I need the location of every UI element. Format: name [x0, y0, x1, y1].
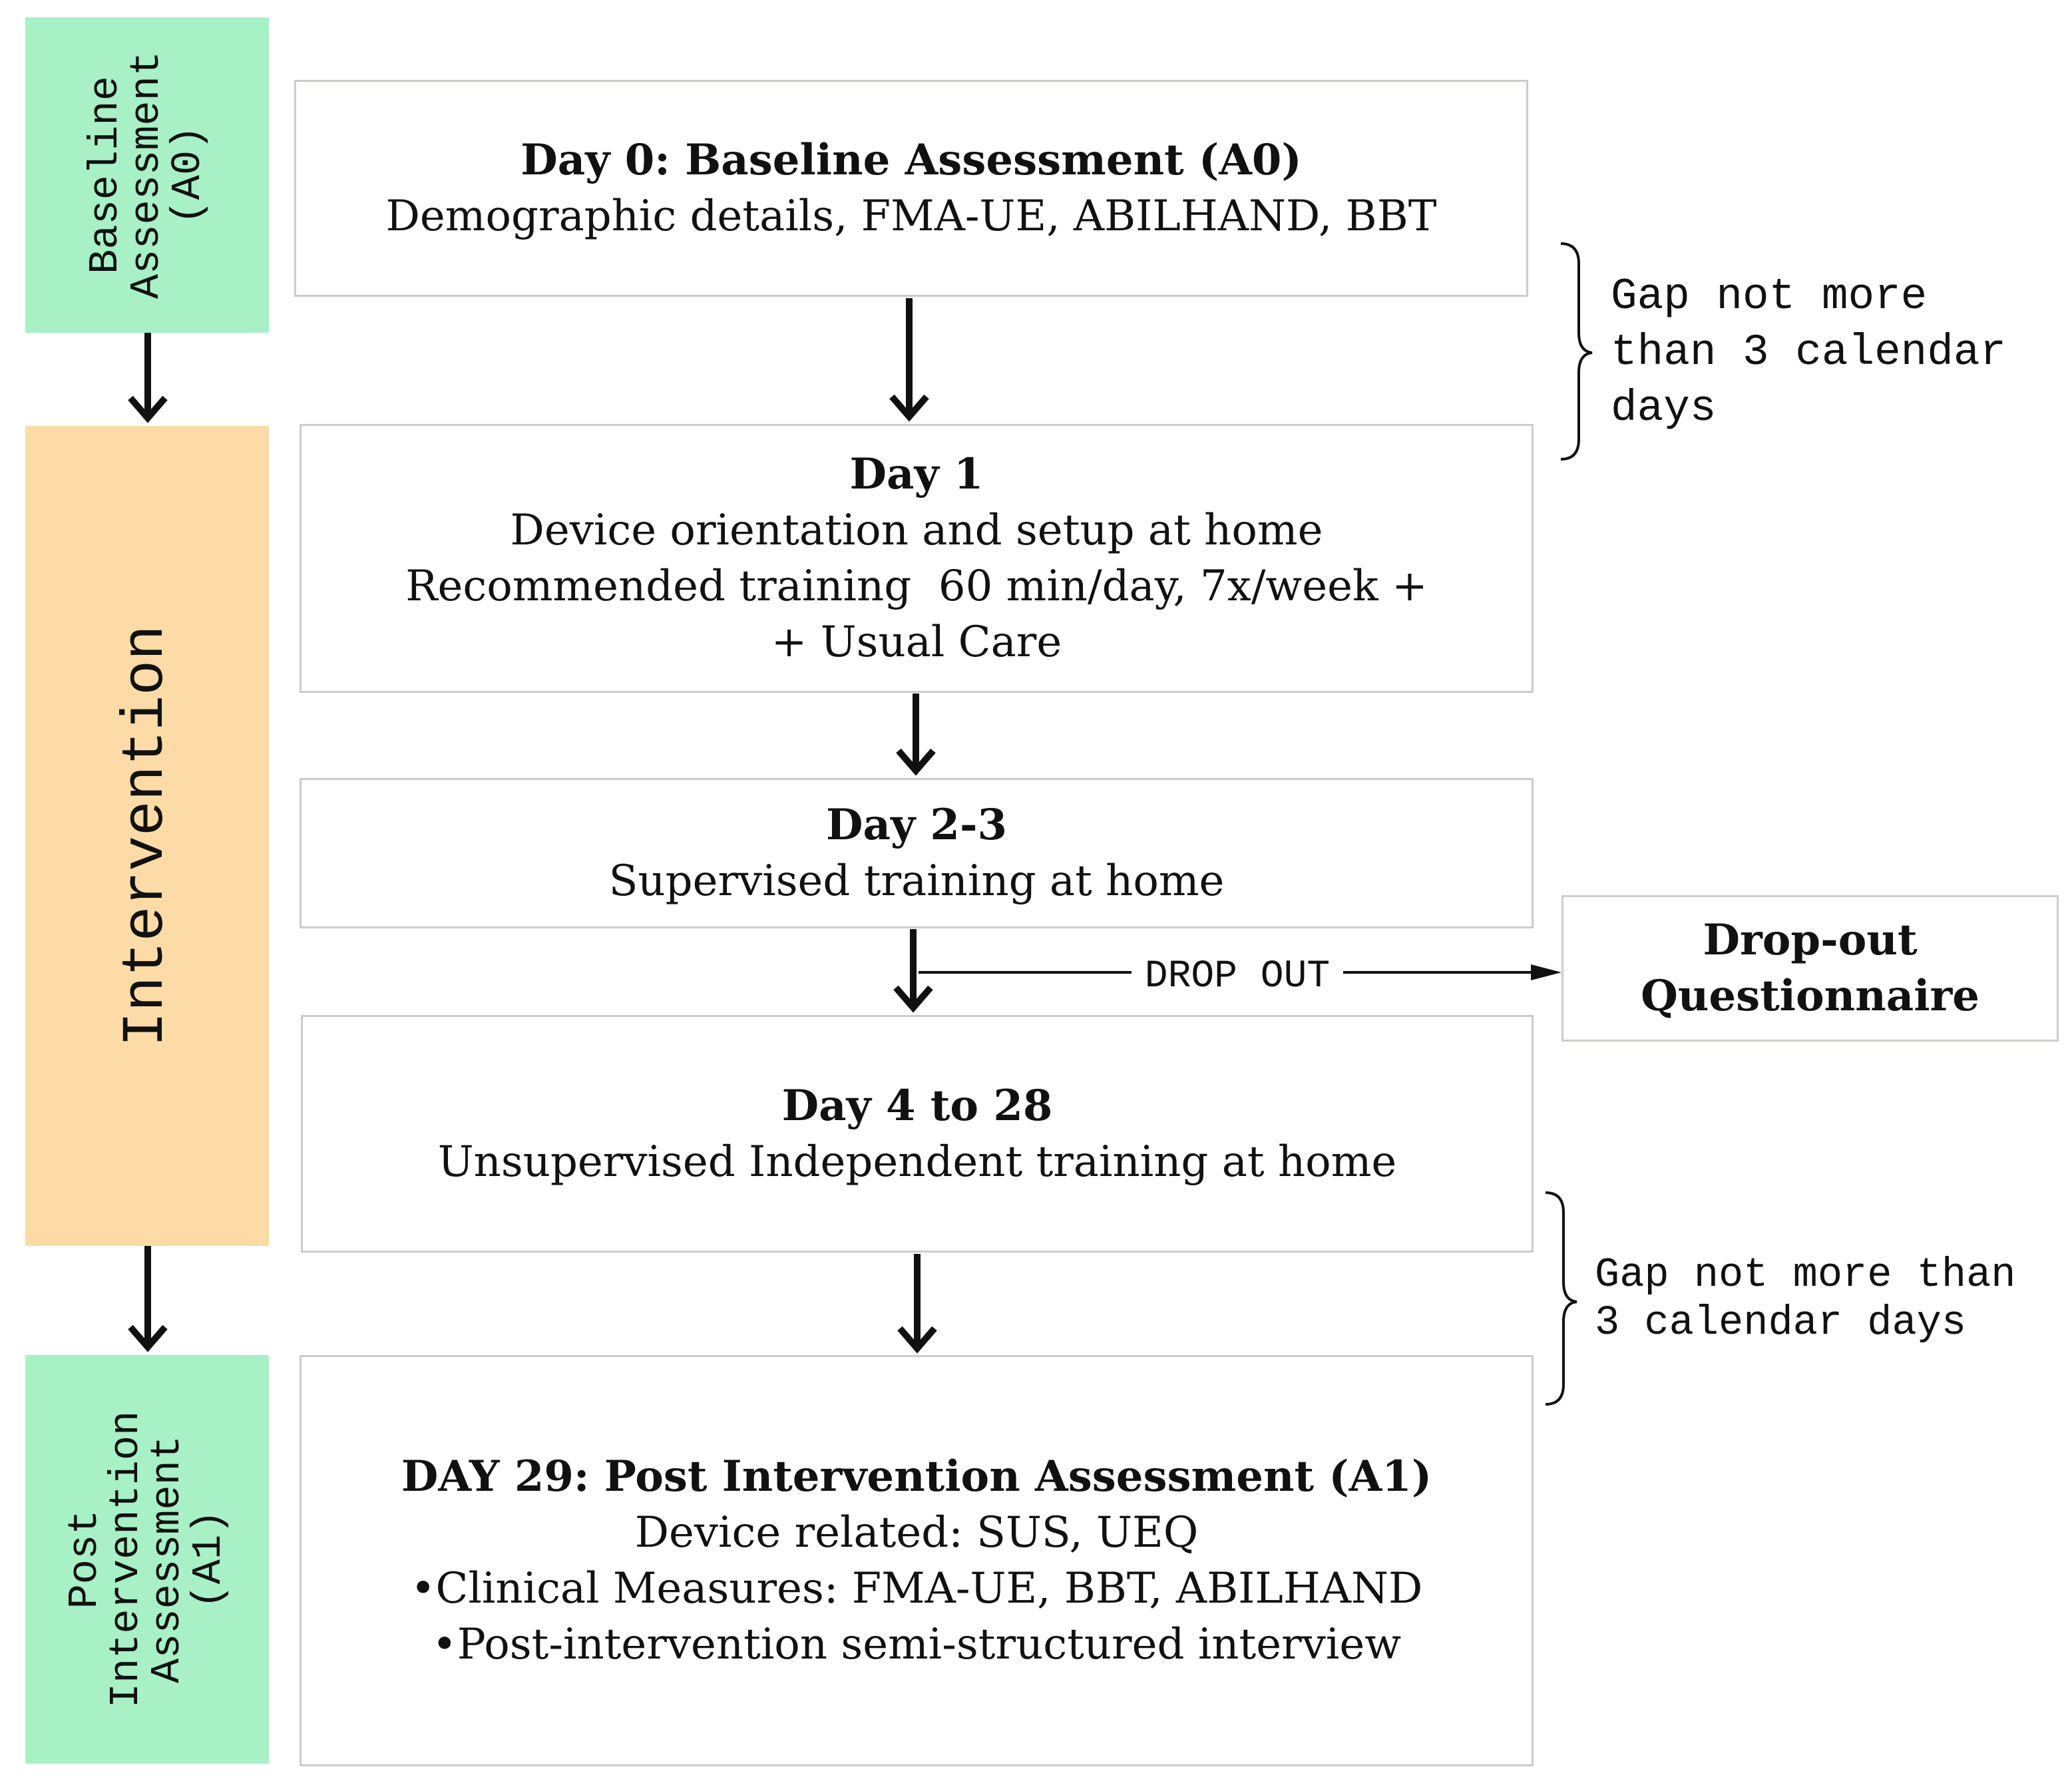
step-day4-28-line: Unsupervised Independent training at hom… [437, 1137, 1397, 1187]
dropout-questionnaire-title: Drop-out Questionnaire [1641, 915, 1979, 1021]
phase-baseline: Baseline Assessment (A0) [25, 17, 269, 333]
step-day29-line: Device related: SUS, UEQ [634, 1508, 1199, 1557]
step-day2-3: Day 2-3 Supervised training at home [300, 778, 1534, 928]
step-day1-line: Recommended training 60 min/day, 7x/week… [405, 562, 1428, 611]
dropout-arrow [919, 964, 1561, 980]
gap-note-1: Gap not more than 3 calendar days [1611, 272, 2007, 433]
step-day0: Day 0: Baseline Assessment (A0) Demograp… [294, 80, 1528, 297]
arrow-baseline-to-intervention [128, 333, 168, 423]
step-day1-line: Device orientation and setup at home [510, 506, 1323, 555]
step-day29-line: •Clinical Measures: FMA-UE, BBT, ABILHAN… [410, 1564, 1423, 1613]
step-day1-line: + Usual Care [771, 618, 1062, 667]
gap-brace-1 [1560, 242, 1593, 461]
step-day29-title: DAY 29: Post Intervention Assessment (A1… [401, 1452, 1432, 1501]
step-day2-3-title: Day 2-3 [825, 800, 1008, 850]
arrow-day2-3-to-day4-28 [893, 929, 933, 1013]
step-day1: Day 1 Device orientation and setup at ho… [300, 424, 1534, 693]
phase-intervention: Intervention [25, 426, 269, 1246]
gap-note-2: Gap not more than 3 calendar days [1595, 1251, 2016, 1346]
step-day2-3-line: Supervised training at home [608, 857, 1225, 906]
arrow-day0-to-day1 [889, 298, 929, 422]
phase-post-intervention: Post Intervention Assessment (A1) [25, 1355, 269, 1764]
dropout-questionnaire-box: Drop-out Questionnaire [1561, 895, 2059, 1042]
step-day0-line: Demographic details, FMA-UE, ABILHAND, B… [385, 192, 1437, 241]
arrow-day1-to-day2-3 [896, 693, 936, 776]
arrow-day4-28-to-day29 [897, 1254, 937, 1354]
step-day29-line: •Post-intervention semi-structured inter… [432, 1620, 1401, 1669]
step-day4-28-title: Day 4 to 28 [781, 1080, 1053, 1131]
step-day1-title: Day 1 [849, 449, 984, 499]
step-day0-title: Day 0: Baseline Assessment (A0) [520, 135, 1302, 185]
step-day29: DAY 29: Post Intervention Assessment (A1… [300, 1355, 1534, 1766]
gap-brace-2 [1545, 1191, 1577, 1406]
arrow-intervention-to-post [128, 1246, 168, 1352]
dropout-label: DROP OUT [1145, 955, 1330, 998]
step-day4-28: Day 4 to 28 Unsupervised Independent tra… [301, 1015, 1534, 1253]
